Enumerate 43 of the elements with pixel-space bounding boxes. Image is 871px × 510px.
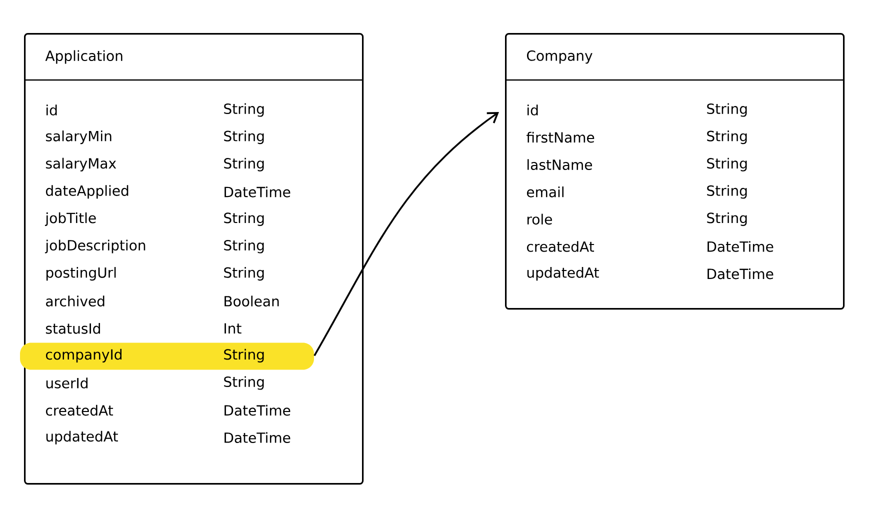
field-name: id <box>46 104 57 116</box>
field-type: String <box>707 130 747 144</box>
field-name: jobDescription <box>44 240 146 254</box>
field-type: String <box>224 158 264 172</box>
field-name: lastName <box>528 159 592 170</box>
field-type: String <box>707 185 747 199</box>
field-name: dateApplied <box>46 185 128 199</box>
field-name: jobTitle <box>44 212 96 226</box>
field-type: DateTime <box>224 404 290 416</box>
arrow <box>314 112 499 356</box>
field-name: updatedAt <box>46 430 118 444</box>
field-type: DateTime <box>224 432 290 444</box>
field-type: String <box>224 212 264 226</box>
field-type: DateTime <box>224 186 290 198</box>
field-name: id <box>528 104 538 116</box>
field-type: String <box>224 103 264 117</box>
field-name: role <box>527 214 552 225</box>
table-heading: Company <box>526 50 592 64</box>
field-type: String <box>224 376 264 390</box>
field-type: Boolean <box>224 296 279 307</box>
field-name: createdAt <box>46 404 114 416</box>
field-type: DateTime <box>708 241 774 252</box>
field-type: String <box>707 158 747 172</box>
field-type: Int <box>224 323 242 334</box>
field-type: DateTime <box>708 268 774 280</box>
field-name: updatedAt <box>527 267 599 281</box>
field-type: String <box>224 267 264 281</box>
field-name: companyId <box>46 348 122 362</box>
field-name: salaryMin <box>46 130 112 144</box>
field-name: firstName <box>526 132 594 143</box>
field-type: String <box>224 240 264 254</box>
field-name: archived <box>46 296 104 307</box>
field-type: String <box>224 348 264 362</box>
field-type: String <box>707 212 747 226</box>
field-name: statusId <box>46 322 100 334</box>
field-name: userId <box>46 378 88 388</box>
field-name: email <box>526 186 564 198</box>
field-type: String <box>707 103 747 117</box>
field-name: postingUrl <box>46 267 116 281</box>
table-heading: Application <box>45 50 122 64</box>
field-name: createdAt <box>526 241 594 252</box>
field-name: salaryMax <box>46 158 116 172</box>
field-type: String <box>224 130 264 144</box>
